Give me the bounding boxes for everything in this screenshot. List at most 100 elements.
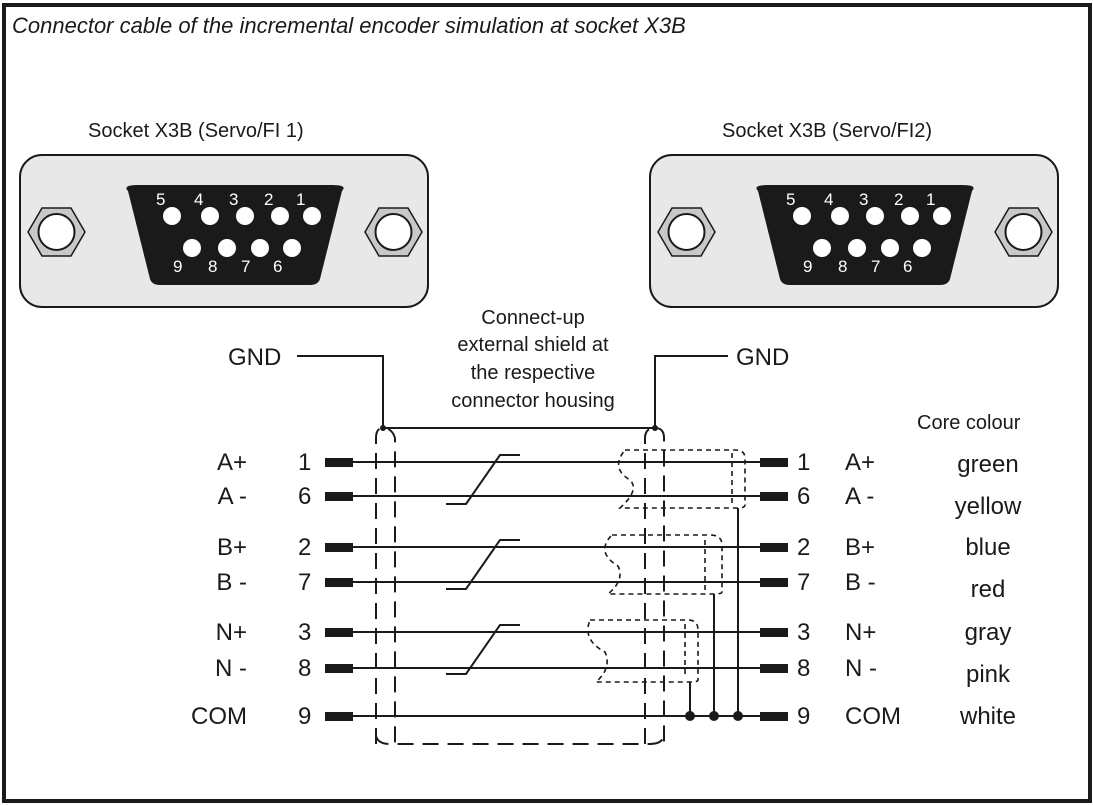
pin-hole — [813, 239, 831, 257]
terminal-left — [325, 492, 353, 501]
dsub-shell — [756, 185, 974, 285]
terminal-right — [760, 664, 788, 673]
pin-left: 7 — [298, 569, 311, 596]
socket-2-label: Socket X3B (Servo/FI2) — [722, 120, 932, 142]
terminal-left — [325, 458, 353, 467]
pin-number: 6 — [903, 257, 912, 276]
com-junction — [733, 711, 743, 721]
svg-text:external shield at: external shield at — [457, 334, 609, 356]
svg-text:connector housing: connector housing — [451, 390, 614, 412]
pin-left: 3 — [298, 619, 311, 646]
terminal-left — [325, 712, 353, 721]
pin-hole — [271, 207, 289, 225]
signal-left: B+ — [217, 534, 247, 561]
gnd-wire — [297, 355, 728, 429]
pin-hole — [251, 239, 269, 257]
terminal-left — [325, 543, 353, 552]
core-colour-header: Core colour — [917, 412, 1021, 434]
signal-right: N+ — [845, 619, 876, 646]
socket-1-label: Socket X3B (Servo/FI 1) — [88, 120, 304, 142]
diagram-title: Connector cable of the incremental encod… — [12, 13, 686, 38]
diagram-frame — [2, 3, 1092, 803]
signal-left: A+ — [217, 449, 247, 476]
cable-shield — [375, 426, 665, 745]
twisted-pair-icon — [446, 539, 520, 590]
pin-number: 7 — [241, 257, 250, 276]
pin-right: 6 — [797, 483, 810, 510]
pin-hole — [283, 239, 301, 257]
pin-hole — [901, 207, 919, 225]
screw-left-icon — [657, 207, 716, 257]
core-colour: gray — [965, 619, 1012, 646]
core-colour: green — [957, 451, 1018, 478]
terminal-left — [325, 664, 353, 673]
twisted-pair-icon — [446, 454, 520, 505]
twisted-pair-icon — [446, 624, 520, 675]
pin-number: 4 — [194, 190, 203, 209]
gnd-junction-left — [380, 425, 386, 431]
pin-number: 3 — [229, 190, 238, 209]
pin-number: 2 — [264, 190, 273, 209]
pin-number: 3 — [859, 190, 868, 209]
pin-number: 5 — [786, 190, 795, 209]
signal-left: B - — [216, 569, 247, 596]
shield-note: Connect-up external shield at the respec… — [451, 307, 614, 412]
pin-right: 1 — [797, 449, 810, 476]
pin-hole — [848, 239, 866, 257]
pin-hole — [183, 239, 201, 257]
pin-hole — [831, 207, 849, 225]
pin-hole — [303, 207, 321, 225]
pin-number: 9 — [173, 257, 182, 276]
pin-hole — [866, 207, 884, 225]
core-colour: red — [971, 576, 1006, 603]
pin-left: 8 — [298, 655, 311, 682]
pin-right: 2 — [797, 534, 810, 561]
pin-hole — [913, 239, 931, 257]
pin-hole — [881, 239, 899, 257]
signal-left: A - — [218, 483, 247, 510]
pair-shields — [587, 449, 746, 683]
pin-number: 9 — [803, 257, 812, 276]
signal-right: A+ — [845, 449, 875, 476]
terminal-right — [760, 712, 788, 721]
screw-right-icon — [364, 207, 423, 257]
pin-left: 9 — [298, 703, 311, 730]
pin-hole — [201, 207, 219, 225]
pin-right: 7 — [797, 569, 810, 596]
screw-left-icon — [27, 207, 86, 257]
socket-2: Socket X3B (Servo/FI2) — [649, 120, 1059, 308]
terminal-right — [760, 492, 788, 501]
terminal-right — [760, 543, 788, 552]
gnd-left-label: GND — [228, 344, 281, 371]
core-colour: pink — [966, 661, 1011, 688]
signal-right: A - — [845, 483, 874, 510]
gnd-junction-right — [652, 425, 658, 431]
pin-hole — [236, 207, 254, 225]
pin-hole — [218, 239, 236, 257]
terminal-left — [325, 578, 353, 587]
signal-left: N+ — [216, 619, 247, 646]
pin-number: 4 — [824, 190, 833, 209]
signal-right: COM — [845, 703, 901, 730]
terminal-right — [760, 458, 788, 467]
svg-text:the respective: the respective — [471, 362, 596, 384]
svg-text:Connect-up: Connect-up — [481, 307, 584, 329]
core-colour: white — [959, 703, 1016, 730]
socket-1: Socket X3B (Servo/FI 1) — [19, 120, 429, 308]
signal-left: N - — [215, 655, 247, 682]
pin-hole — [163, 207, 181, 225]
pin-left: 6 — [298, 483, 311, 510]
pin-number: 5 — [156, 190, 165, 209]
core-colour: blue — [965, 534, 1010, 561]
terminal-right — [760, 578, 788, 587]
com-junction — [685, 711, 695, 721]
pin-left: 2 — [298, 534, 311, 561]
